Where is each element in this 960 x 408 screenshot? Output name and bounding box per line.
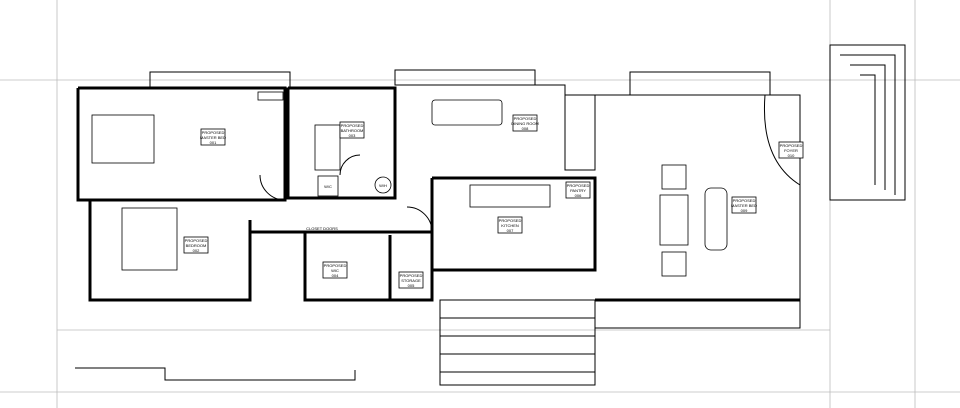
- armchair: [661, 251, 687, 277]
- wc-closet: [317, 175, 339, 197]
- room-name: STORAGE: [401, 278, 421, 283]
- furniture: W/C W/H CLOSET DOORS: [91, 91, 728, 277]
- room-number: 005: [408, 283, 415, 288]
- room-number: 001: [210, 140, 217, 145]
- room-name: KITCHEN: [501, 223, 519, 228]
- wh-label: W/H: [379, 183, 387, 188]
- coffee-table: [659, 194, 689, 246]
- scale-bar: [75, 367, 356, 381]
- room-name: DINING ROOM: [511, 121, 539, 126]
- dining-table: [431, 99, 503, 126]
- room-number: 004: [332, 273, 339, 278]
- room-status: PROPOSED: [514, 116, 537, 121]
- room-number: 009: [741, 208, 748, 213]
- room-status: PROPOSED: [567, 183, 590, 188]
- room-number: 010: [788, 153, 795, 158]
- room-status: PROPOSED: [185, 238, 208, 243]
- room-name: MASTER BED: [200, 135, 226, 140]
- bed-bedroom: [121, 207, 178, 271]
- room-number: 002: [193, 248, 200, 253]
- bathtub: [314, 124, 341, 171]
- room-name: BATHROOM: [341, 128, 364, 133]
- closet-doors-note: CLOSET DOORS: [306, 226, 338, 231]
- exterior-walls: [76, 69, 801, 329]
- room-number: 003: [349, 133, 356, 138]
- room-status: PROPOSED: [400, 273, 423, 278]
- room-status: PROPOSED: [499, 218, 522, 223]
- room-status: PROPOSED: [780, 143, 803, 148]
- room-name: MASTER BED: [731, 203, 757, 208]
- doors: [259, 94, 801, 233]
- armchair: [661, 164, 687, 190]
- room-status: PROPOSED: [733, 198, 756, 203]
- bed-master: [91, 114, 155, 164]
- sofa: [704, 187, 728, 251]
- kitchen-island: [469, 184, 551, 208]
- water-heater: [374, 176, 392, 194]
- room-name: BEDROOM: [186, 243, 207, 248]
- wc-label: W/C: [324, 184, 332, 189]
- closet-doors-tag: [257, 91, 284, 101]
- stairs: [439, 44, 906, 386]
- room-status: PROPOSED: [324, 263, 347, 268]
- room-status: PROPOSED: [202, 130, 225, 135]
- room-name: WIC: [331, 268, 339, 273]
- room-number: 006: [575, 193, 582, 198]
- room-name: PANTRY: [570, 188, 586, 193]
- room-number: 008: [522, 126, 529, 131]
- room-status: PROPOSED: [341, 123, 364, 128]
- room-number: 007: [507, 228, 514, 233]
- room-name: FOYER: [784, 148, 798, 153]
